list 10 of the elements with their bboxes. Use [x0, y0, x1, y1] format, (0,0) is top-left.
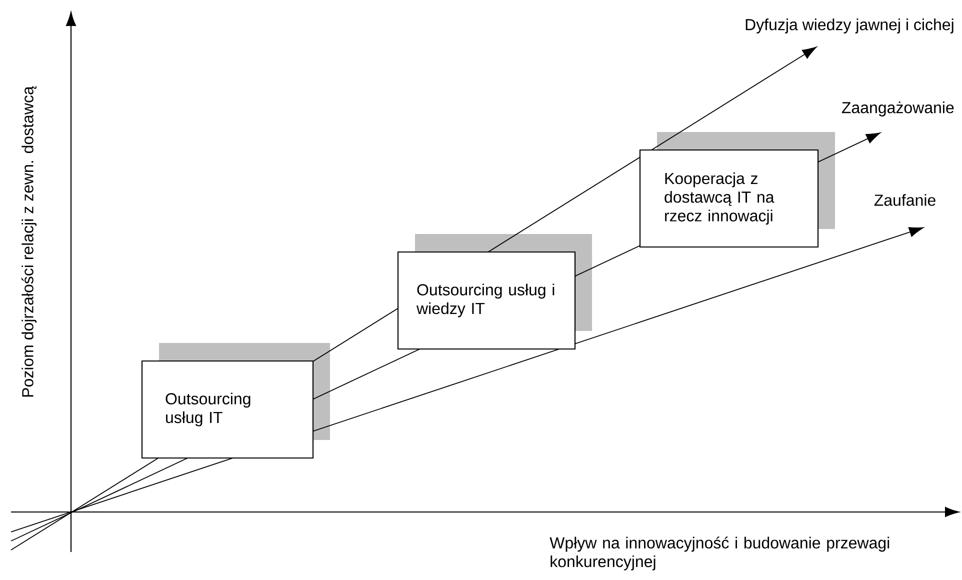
arrow: [10, 227, 924, 532]
arrow-label: Zaangażowanie: [842, 102, 954, 116]
arrow: [10, 46, 817, 550]
process-box: Outsourcing usług i wiedzy IT: [397, 251, 576, 350]
axis-title: Wpływ na innowacyjność i budowanie przewagi konkurencyjnej: [550, 536, 890, 570]
process-box: Outsourcing usług IT: [141, 360, 314, 459]
arrow-label: Zaufanie: [874, 194, 936, 206]
axis-title: Poziom dojrzałości relacji z zewn. dostawcą: [21, 86, 37, 397]
arrow-label: Dyfuzja wiedzy jawnej i cichej: [746, 18, 954, 34]
process-box: Kooperacja z dostawcą IT na rzecz innowacji: [639, 149, 819, 248]
